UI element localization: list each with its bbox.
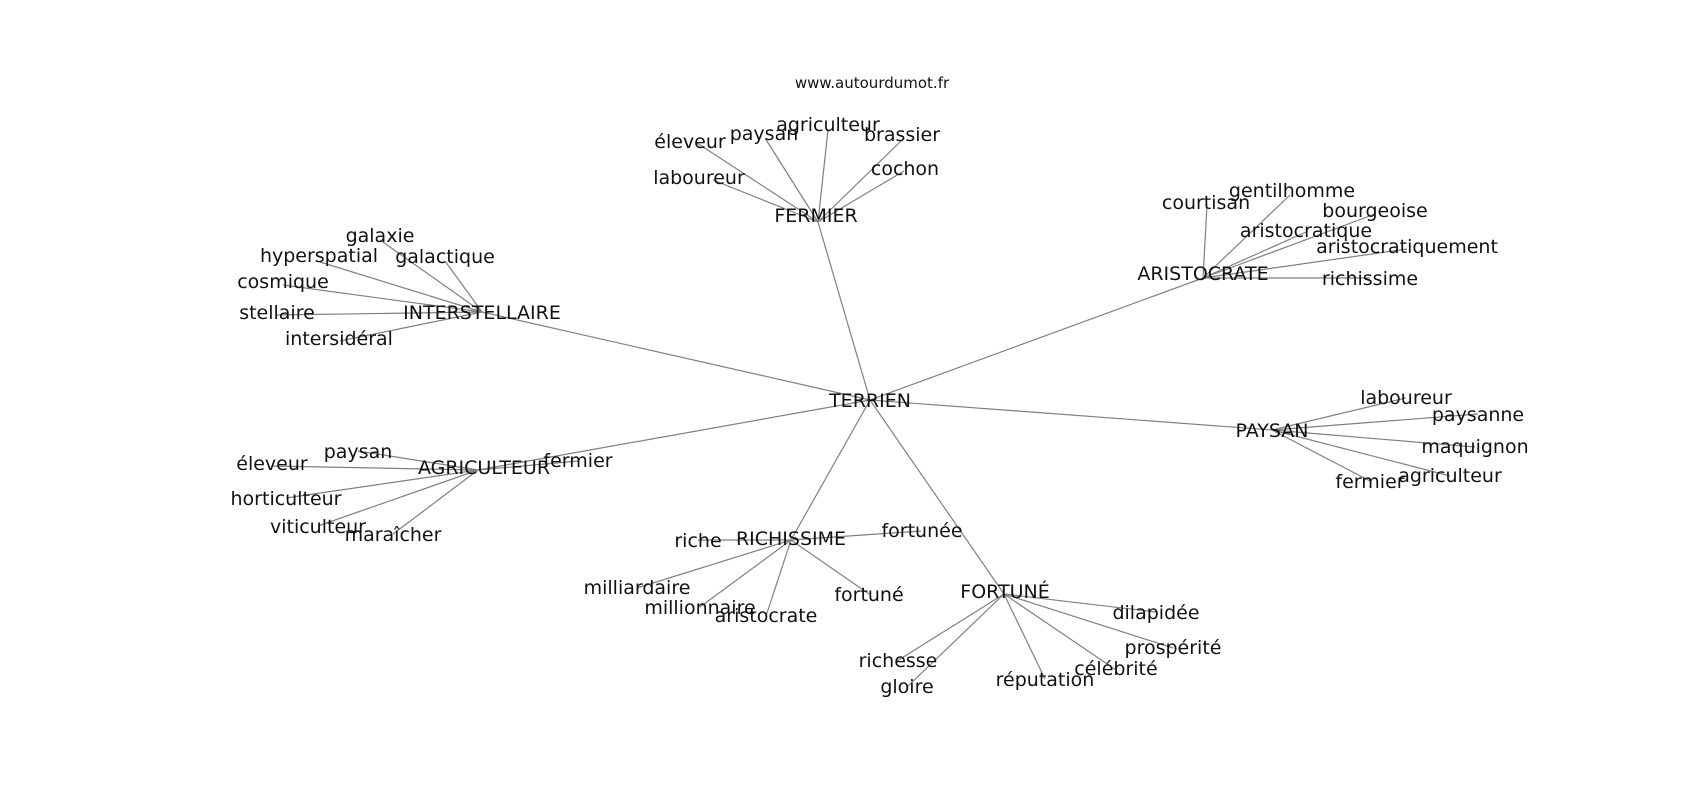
leaf-node-richesse[interactable]: richesse <box>859 650 938 672</box>
leaf-node-intersideral[interactable]: intersidéral <box>285 328 393 350</box>
leaf-node-reputation[interactable]: réputation <box>996 669 1095 691</box>
hub-node-aristocrate[interactable]: ARISTOCRATE <box>1137 263 1268 285</box>
edge-aristocrate-gentilhomme <box>1202 194 1291 279</box>
leaf-node-fortune[interactable]: fortuné <box>834 584 903 606</box>
edge-fortune-prosperite <box>1003 593 1174 649</box>
leaf-node-richissime[interactable]: richissime <box>1322 268 1418 290</box>
edge-aristocrate-aristocratique <box>1202 231 1307 279</box>
edge-center-interstellaire <box>481 311 871 401</box>
leaf-node-maquignon[interactable]: maquignon <box>1421 436 1528 458</box>
hub-node-agriculteur[interactable]: AGRICULTEUR <box>418 457 550 479</box>
leaf-node-aristocratique[interactable]: aristocratique <box>1240 220 1372 242</box>
leaf-node-eleveur[interactable]: éleveur <box>654 131 726 153</box>
edge-fermier-eleveur <box>696 142 819 223</box>
edge-interstellaire-hyperspatial <box>319 261 483 313</box>
hub-node-fortune[interactable]: FORTUNÉ <box>960 580 1049 603</box>
leaf-node-dilapidee[interactable]: dilapidée <box>1112 602 1199 624</box>
leaf-node-bourgeoise[interactable]: bourgeoise <box>1322 200 1427 222</box>
leaf-node-galactique[interactable]: galactique <box>395 246 495 268</box>
edge-agriculteur-horticulteur <box>285 469 479 499</box>
leaf-node-cosmique[interactable]: cosmique <box>237 271 329 293</box>
leaf-node-stellaire[interactable]: stellaire <box>239 302 315 324</box>
edge-fermier-agriculteur <box>817 129 829 223</box>
edge-richissime-fortune <box>790 539 870 595</box>
edge-center-paysan <box>869 399 1273 431</box>
edge-fortune-reputation <box>1003 593 1046 680</box>
hub-node-fermier[interactable]: FERMIER <box>774 205 857 227</box>
edge-richissime-millionnaire <box>699 539 792 608</box>
leaf-node-milliardaire[interactable]: milliardaire <box>584 577 691 599</box>
leaf-node-paysan[interactable]: paysan <box>730 123 799 145</box>
edge-center-agriculteur <box>477 399 871 471</box>
hub-node-richissime[interactable]: RICHISSIME <box>736 528 846 550</box>
leaf-node-courtisan[interactable]: courtisan <box>1162 192 1250 214</box>
leaf-node-celebrite[interactable]: célébrité <box>1074 658 1157 680</box>
edge-richissime-fortunee <box>790 530 922 541</box>
leaf-node-gloire[interactable]: gloire <box>880 676 933 698</box>
leaf-node-agriculteur[interactable]: agriculteur <box>1398 465 1502 487</box>
leaf-node-cochon[interactable]: cochon <box>871 158 939 180</box>
leaf-node-gentilhomme[interactable]: gentilhomme <box>1229 180 1355 202</box>
edge-interstellaire-galaxie <box>379 239 483 313</box>
leaf-node-brassier[interactable]: brassier <box>864 124 940 146</box>
edges-layer <box>271 129 1479 688</box>
edge-fermier-brassier <box>817 139 903 223</box>
leaf-node-aristocrate[interactable]: aristocrate <box>715 605 818 627</box>
edge-agriculteur-paysan <box>357 450 479 471</box>
leaf-node-aristocratiquement[interactable]: aristocratiquement <box>1316 236 1498 258</box>
hub-node-paysan[interactable]: PAYSAN <box>1236 420 1309 442</box>
leaf-node-hyperspatial[interactable]: hyperspatial <box>260 245 378 267</box>
edge-fermier-paysan <box>764 137 819 223</box>
leaf-node-viticulteur[interactable]: viticulteur <box>270 516 366 538</box>
leaf-node-laboureur[interactable]: laboureur <box>1360 387 1452 409</box>
hub-node-interstellaire[interactable]: INTERSTELLAIRE <box>403 302 561 324</box>
edge-center-richissime <box>790 399 871 541</box>
edge-interstellaire-intersideral <box>339 311 483 342</box>
edge-fermier-cochon <box>817 170 905 223</box>
edge-fortune-celebrite <box>1003 593 1117 671</box>
edge-paysan-laboureur <box>1271 397 1407 431</box>
edge-fortune-richesse <box>896 593 1005 662</box>
edge-paysan-fermier <box>1271 429 1371 482</box>
edge-center-fortune <box>869 399 1005 595</box>
leaf-node-galaxie[interactable]: galaxie <box>346 225 415 247</box>
leaf-node-fermier[interactable]: fermier <box>1335 471 1404 493</box>
leaf-node-paysanne[interactable]: paysanne <box>1432 404 1524 426</box>
leaf-node-fortunee[interactable]: fortunée <box>881 520 962 542</box>
edge-aristocrate-bourgeoise <box>1202 213 1376 279</box>
edge-agriculteur-eleveur <box>271 465 479 471</box>
leaf-node-paysan[interactable]: paysan <box>324 441 393 463</box>
edge-center-aristocrate <box>869 277 1204 401</box>
edge-fortune-dilapidee <box>1003 593 1157 613</box>
edge-fermier-laboureur <box>712 179 819 223</box>
edge-aristocrate-courtisan <box>1202 204 1208 279</box>
edge-interstellaire-stellaire <box>275 311 483 316</box>
center-node[interactable]: TERRIEN <box>828 390 911 412</box>
edge-aristocrate-aristocratiquement <box>1202 248 1408 279</box>
edge-paysan-maquignon <box>1271 429 1476 448</box>
edge-agriculteur-maraicher <box>392 469 479 535</box>
leaf-node-horticulteur[interactable]: horticulteur <box>231 488 342 510</box>
leaf-node-laboureur[interactable]: laboureur <box>653 167 745 189</box>
edge-agriculteur-viticulteur <box>317 469 479 527</box>
edge-paysan-agriculteur <box>1271 429 1451 477</box>
leaf-node-fermier[interactable]: fermier <box>543 450 612 472</box>
edge-richissime-aristocrate <box>765 539 792 617</box>
source-label[interactable]: www.autourdumot.fr <box>795 74 950 92</box>
leaf-node-millionnaire[interactable]: millionnaire <box>644 597 755 619</box>
edge-fortune-gloire <box>906 593 1005 688</box>
leaf-node-eleveur[interactable]: éleveur <box>236 453 308 475</box>
leaf-node-riche[interactable]: riche <box>674 530 721 552</box>
edge-agriculteur-fermier <box>477 460 579 471</box>
leaf-node-agriculteur[interactable]: agriculteur <box>776 114 880 136</box>
edge-center-fermier <box>817 221 871 401</box>
edge-interstellaire-galactique <box>444 260 483 313</box>
edge-interstellaire-cosmique <box>282 284 483 313</box>
leaf-node-maraicher[interactable]: maraîcher <box>345 524 442 546</box>
leaf-node-prosperite[interactable]: prospérité <box>1125 637 1222 659</box>
edge-richissime-milliardaire <box>636 539 792 589</box>
edge-paysan-paysanne <box>1271 413 1479 431</box>
